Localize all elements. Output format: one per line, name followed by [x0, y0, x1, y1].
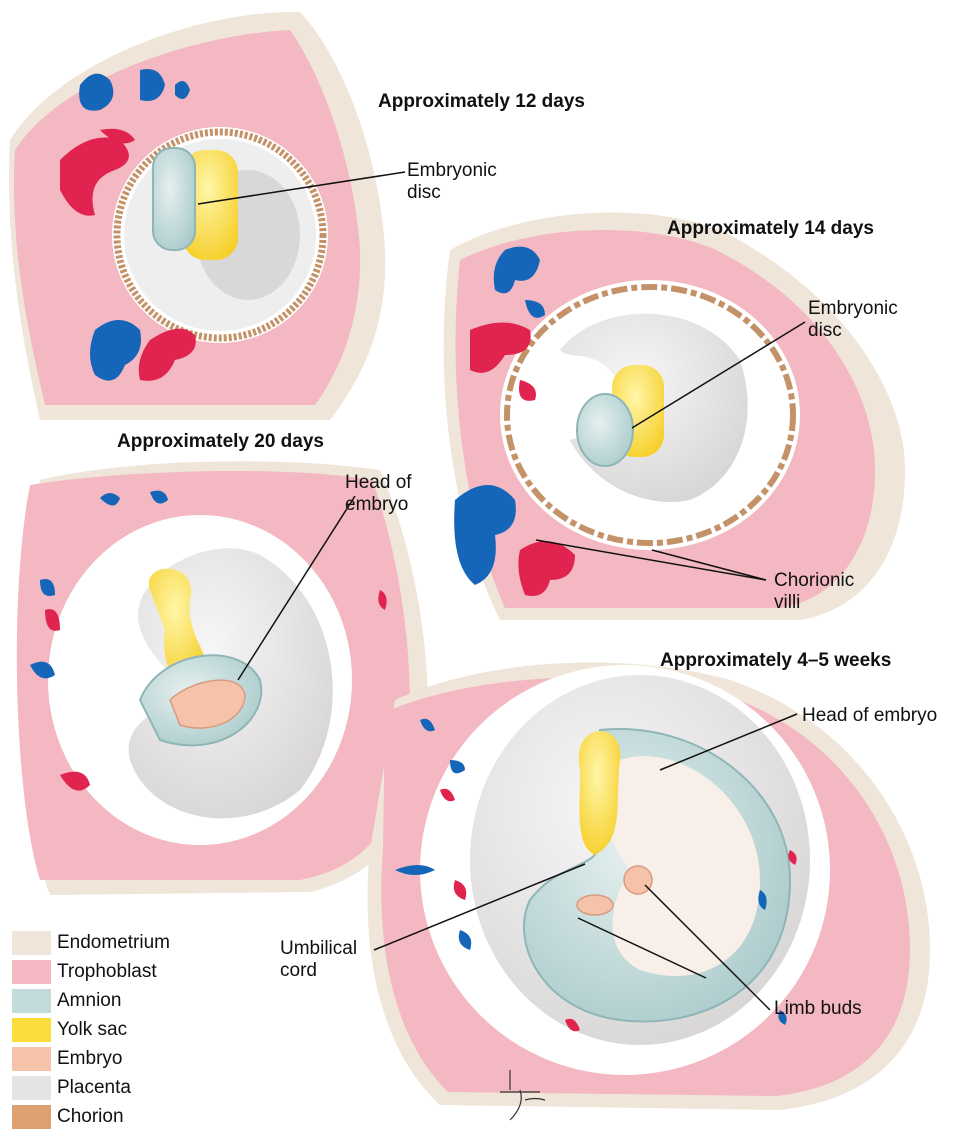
legend-swatch [12, 960, 51, 984]
label-embryonic-disc-12: Embryonic disc [407, 160, 497, 204]
legend-label: Placenta [57, 1077, 131, 1099]
label-head-20-line2: embryo [345, 494, 412, 516]
limb-bud-b [577, 895, 613, 915]
legend-swatch [12, 1018, 51, 1042]
label-embryonic-disc-12-line1: Embryonic [407, 160, 497, 182]
legend-label: Yolk sac [57, 1019, 127, 1041]
label-head-week: Head of embryo [802, 705, 937, 727]
legend: Endometrium Trophoblast Amnion Yolk sac … [12, 928, 252, 1131]
legend-item: Trophoblast [12, 957, 252, 986]
label-umbilical-cord: Umbilical cord [280, 938, 357, 982]
stage-14-days [444, 213, 905, 620]
legend-swatch [12, 1105, 51, 1129]
label-embryonic-disc-12-line2: disc [407, 182, 497, 204]
legend-item: Endometrium [12, 928, 252, 957]
legend-item: Placenta [12, 1073, 252, 1102]
legend-swatch [12, 989, 51, 1013]
legend-label: Chorion [57, 1106, 124, 1128]
stage-title-4-5-weeks: Approximately 4–5 weeks [660, 650, 891, 672]
legend-swatch [12, 1076, 51, 1100]
stage-12-days [9, 12, 405, 420]
label-chorionic-villi-line2: villi [774, 592, 854, 614]
label-embryonic-disc-14: Embryonic disc [808, 298, 898, 342]
amnion-14 [577, 394, 633, 466]
legend-item: Yolk sac [12, 1015, 252, 1044]
legend-label: Trophoblast [57, 961, 157, 983]
legend-swatch [12, 931, 51, 955]
legend-label: Embryo [57, 1048, 122, 1070]
stage-20-days [17, 461, 428, 895]
amnion-12 [153, 148, 195, 250]
legend-item: Embryo [12, 1044, 252, 1073]
legend-swatch [12, 1047, 51, 1071]
label-embryonic-disc-14-line1: Embryonic [808, 298, 898, 320]
label-chorionic-villi: Chorionic villi [774, 570, 854, 614]
legend-item: Chorion [12, 1102, 252, 1131]
label-umbilical-cord-line2: cord [280, 960, 357, 982]
stage-title-14-days: Approximately 14 days [667, 218, 874, 240]
label-limb-buds: Limb buds [774, 998, 862, 1020]
label-chorionic-villi-line1: Chorionic [774, 570, 854, 592]
label-head-20-line1: Head of [345, 472, 412, 494]
stage-4-5-weeks [368, 663, 930, 1110]
legend-label: Endometrium [57, 932, 170, 954]
limb-bud-a [624, 866, 652, 894]
stage-title-12-days: Approximately 12 days [378, 91, 585, 113]
label-head-20: Head of embryo [345, 472, 412, 516]
stage-title-20-days: Approximately 20 days [117, 431, 324, 453]
legend-label: Amnion [57, 990, 121, 1012]
legend-item: Amnion [12, 986, 252, 1015]
label-umbilical-cord-line1: Umbilical [280, 938, 357, 960]
label-embryonic-disc-14-line2: disc [808, 320, 898, 342]
